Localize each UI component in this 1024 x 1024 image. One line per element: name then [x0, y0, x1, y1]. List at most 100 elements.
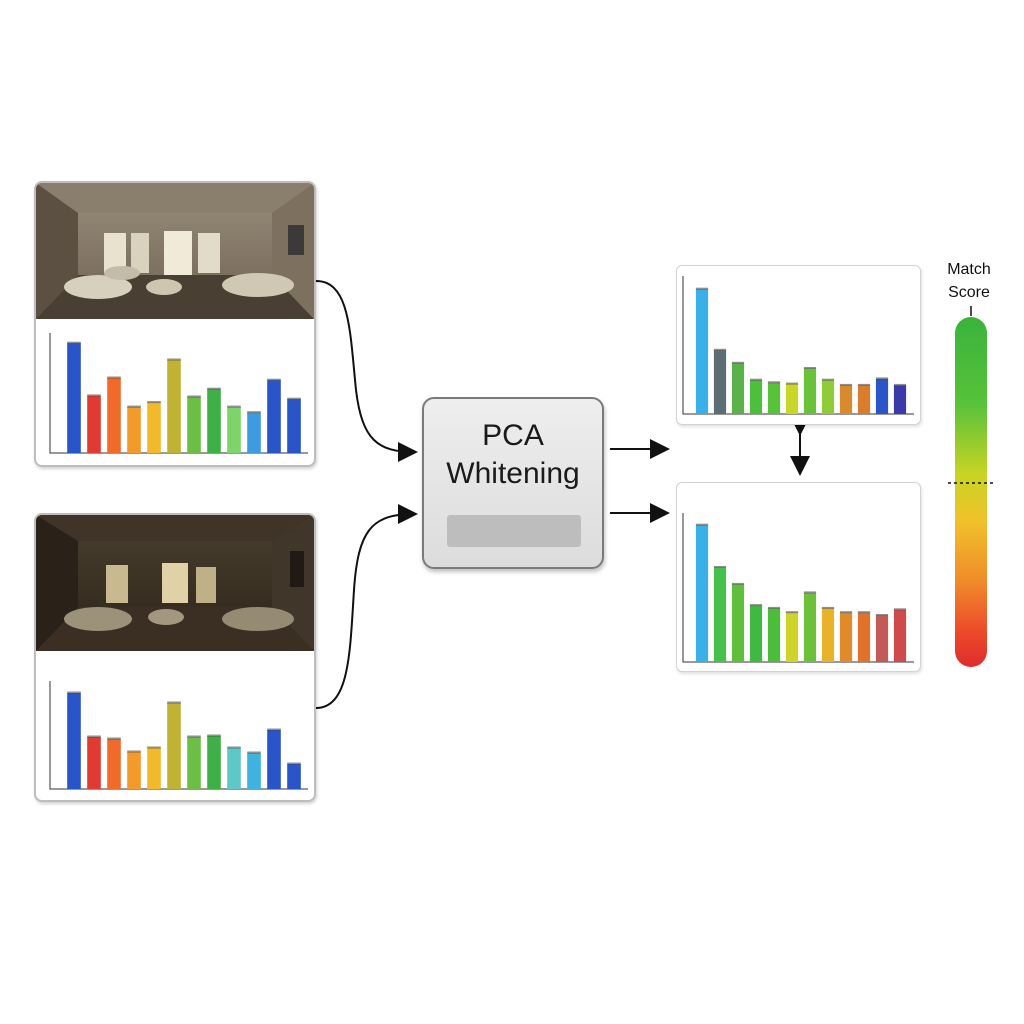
chart-bar [247, 753, 261, 789]
chart-bar-cap [839, 611, 853, 614]
histogram-dark [49, 681, 308, 790]
chart-bar-cap [187, 735, 201, 738]
room-photo-dark [36, 515, 314, 651]
chart-bar [287, 764, 301, 789]
chart-bar-cap [167, 701, 181, 704]
chart-bar [731, 363, 745, 414]
chart-bar [187, 737, 201, 789]
chart-bar-cap [67, 341, 81, 344]
arrow-top-input-to-pca [315, 280, 418, 462]
chart-bar [107, 378, 121, 453]
chart-bar-cap [749, 378, 763, 381]
chart-bar [167, 703, 181, 789]
whitened-histogram-bottom [682, 513, 914, 663]
input-card-bright [34, 181, 316, 467]
arrow-bottom-input-to-pca [315, 504, 418, 709]
chart-bar [267, 730, 281, 789]
chart-bar [207, 736, 221, 789]
chart-bar-cap [785, 611, 799, 614]
chart-bar-cap [695, 523, 709, 526]
chart-bar [247, 412, 261, 453]
chart-bar-cap [713, 566, 727, 568]
chart-bar-cap [87, 394, 101, 397]
chart-bar [287, 399, 301, 453]
chart-bar-cap [857, 383, 871, 386]
chart-axis [682, 513, 914, 663]
whitened-histogram-top [682, 276, 914, 415]
chart-bar-cap [731, 361, 745, 364]
chart-bar-cap [713, 348, 727, 351]
chart-bar [267, 380, 281, 453]
chart-bar-cap [287, 397, 301, 400]
chart-bar-cap [227, 405, 241, 408]
output-histogram-top [676, 265, 921, 425]
match-score-gradient-bar [955, 317, 987, 667]
chart-bar [821, 608, 835, 662]
chart-bar [803, 592, 817, 662]
chart-bar [147, 748, 161, 789]
chart-bar-cap [875, 614, 889, 616]
chart-bar [227, 407, 241, 453]
chart-bar [127, 752, 141, 789]
chart-bar-cap [207, 387, 221, 390]
output-histogram-bottom [676, 482, 921, 672]
chart-bar-cap [803, 367, 817, 369]
chart-bar-cap [287, 762, 301, 765]
chart-bar [839, 385, 853, 414]
chart-bar [749, 380, 763, 414]
chart-bar-cap [857, 611, 871, 614]
chart-bar [187, 397, 201, 453]
chart-bar [875, 615, 889, 662]
chart-axis [682, 276, 914, 415]
histogram-bright [49, 333, 308, 454]
chart-bar [857, 385, 871, 414]
chart-bar-cap [821, 606, 835, 609]
chart-bar [857, 612, 871, 662]
chart-bar [227, 748, 241, 789]
chart-bar-cap [207, 734, 221, 737]
chart-bar-cap [267, 728, 281, 731]
pca-title: PCA Whitening [446, 419, 580, 490]
chart-bar [785, 384, 799, 414]
chart-bar-cap [107, 737, 121, 740]
chart-bar-cap [247, 411, 261, 414]
chart-bar-cap [767, 381, 781, 384]
chart-bar-cap [67, 691, 81, 694]
chart-bar [127, 407, 141, 453]
chart-bar [785, 612, 799, 662]
input-card-dark [34, 513, 316, 802]
chart-bar-cap [147, 746, 161, 749]
chart-bar [67, 693, 81, 789]
chart-bar-cap [731, 582, 745, 585]
chart-bar-cap [127, 405, 141, 408]
chart-bar-cap [785, 382, 799, 385]
chart-bar-cap [267, 378, 281, 381]
chart-bar [695, 525, 709, 662]
chart-axis [49, 681, 308, 790]
chart-bar [893, 385, 907, 414]
match-score-top-tick [970, 306, 972, 316]
match-score-marker-label [923, 475, 951, 489]
chart-bar-cap [749, 604, 763, 607]
chart-bar-cap [167, 358, 181, 361]
match-score-title: Match Score [947, 261, 991, 301]
chart-bar-cap [767, 606, 781, 609]
chart-bar-cap [695, 287, 709, 290]
chart-bar [713, 350, 727, 414]
chart-axis [49, 333, 308, 454]
chart-bar-cap [875, 377, 889, 380]
chart-bar [107, 739, 121, 789]
chart-bar-cap [107, 376, 121, 379]
chart-bar [87, 395, 101, 453]
chart-bar-cap [839, 383, 853, 386]
chart-bar [767, 608, 781, 662]
chart-bar [731, 584, 745, 662]
chart-bar-cap [87, 735, 101, 738]
chart-bar-cap [127, 750, 141, 753]
chart-bar [87, 737, 101, 789]
chart-bar [147, 402, 161, 453]
chart-bar [749, 605, 763, 662]
pca-placeholder-bar [447, 515, 581, 547]
chart-bar-cap [147, 401, 161, 404]
